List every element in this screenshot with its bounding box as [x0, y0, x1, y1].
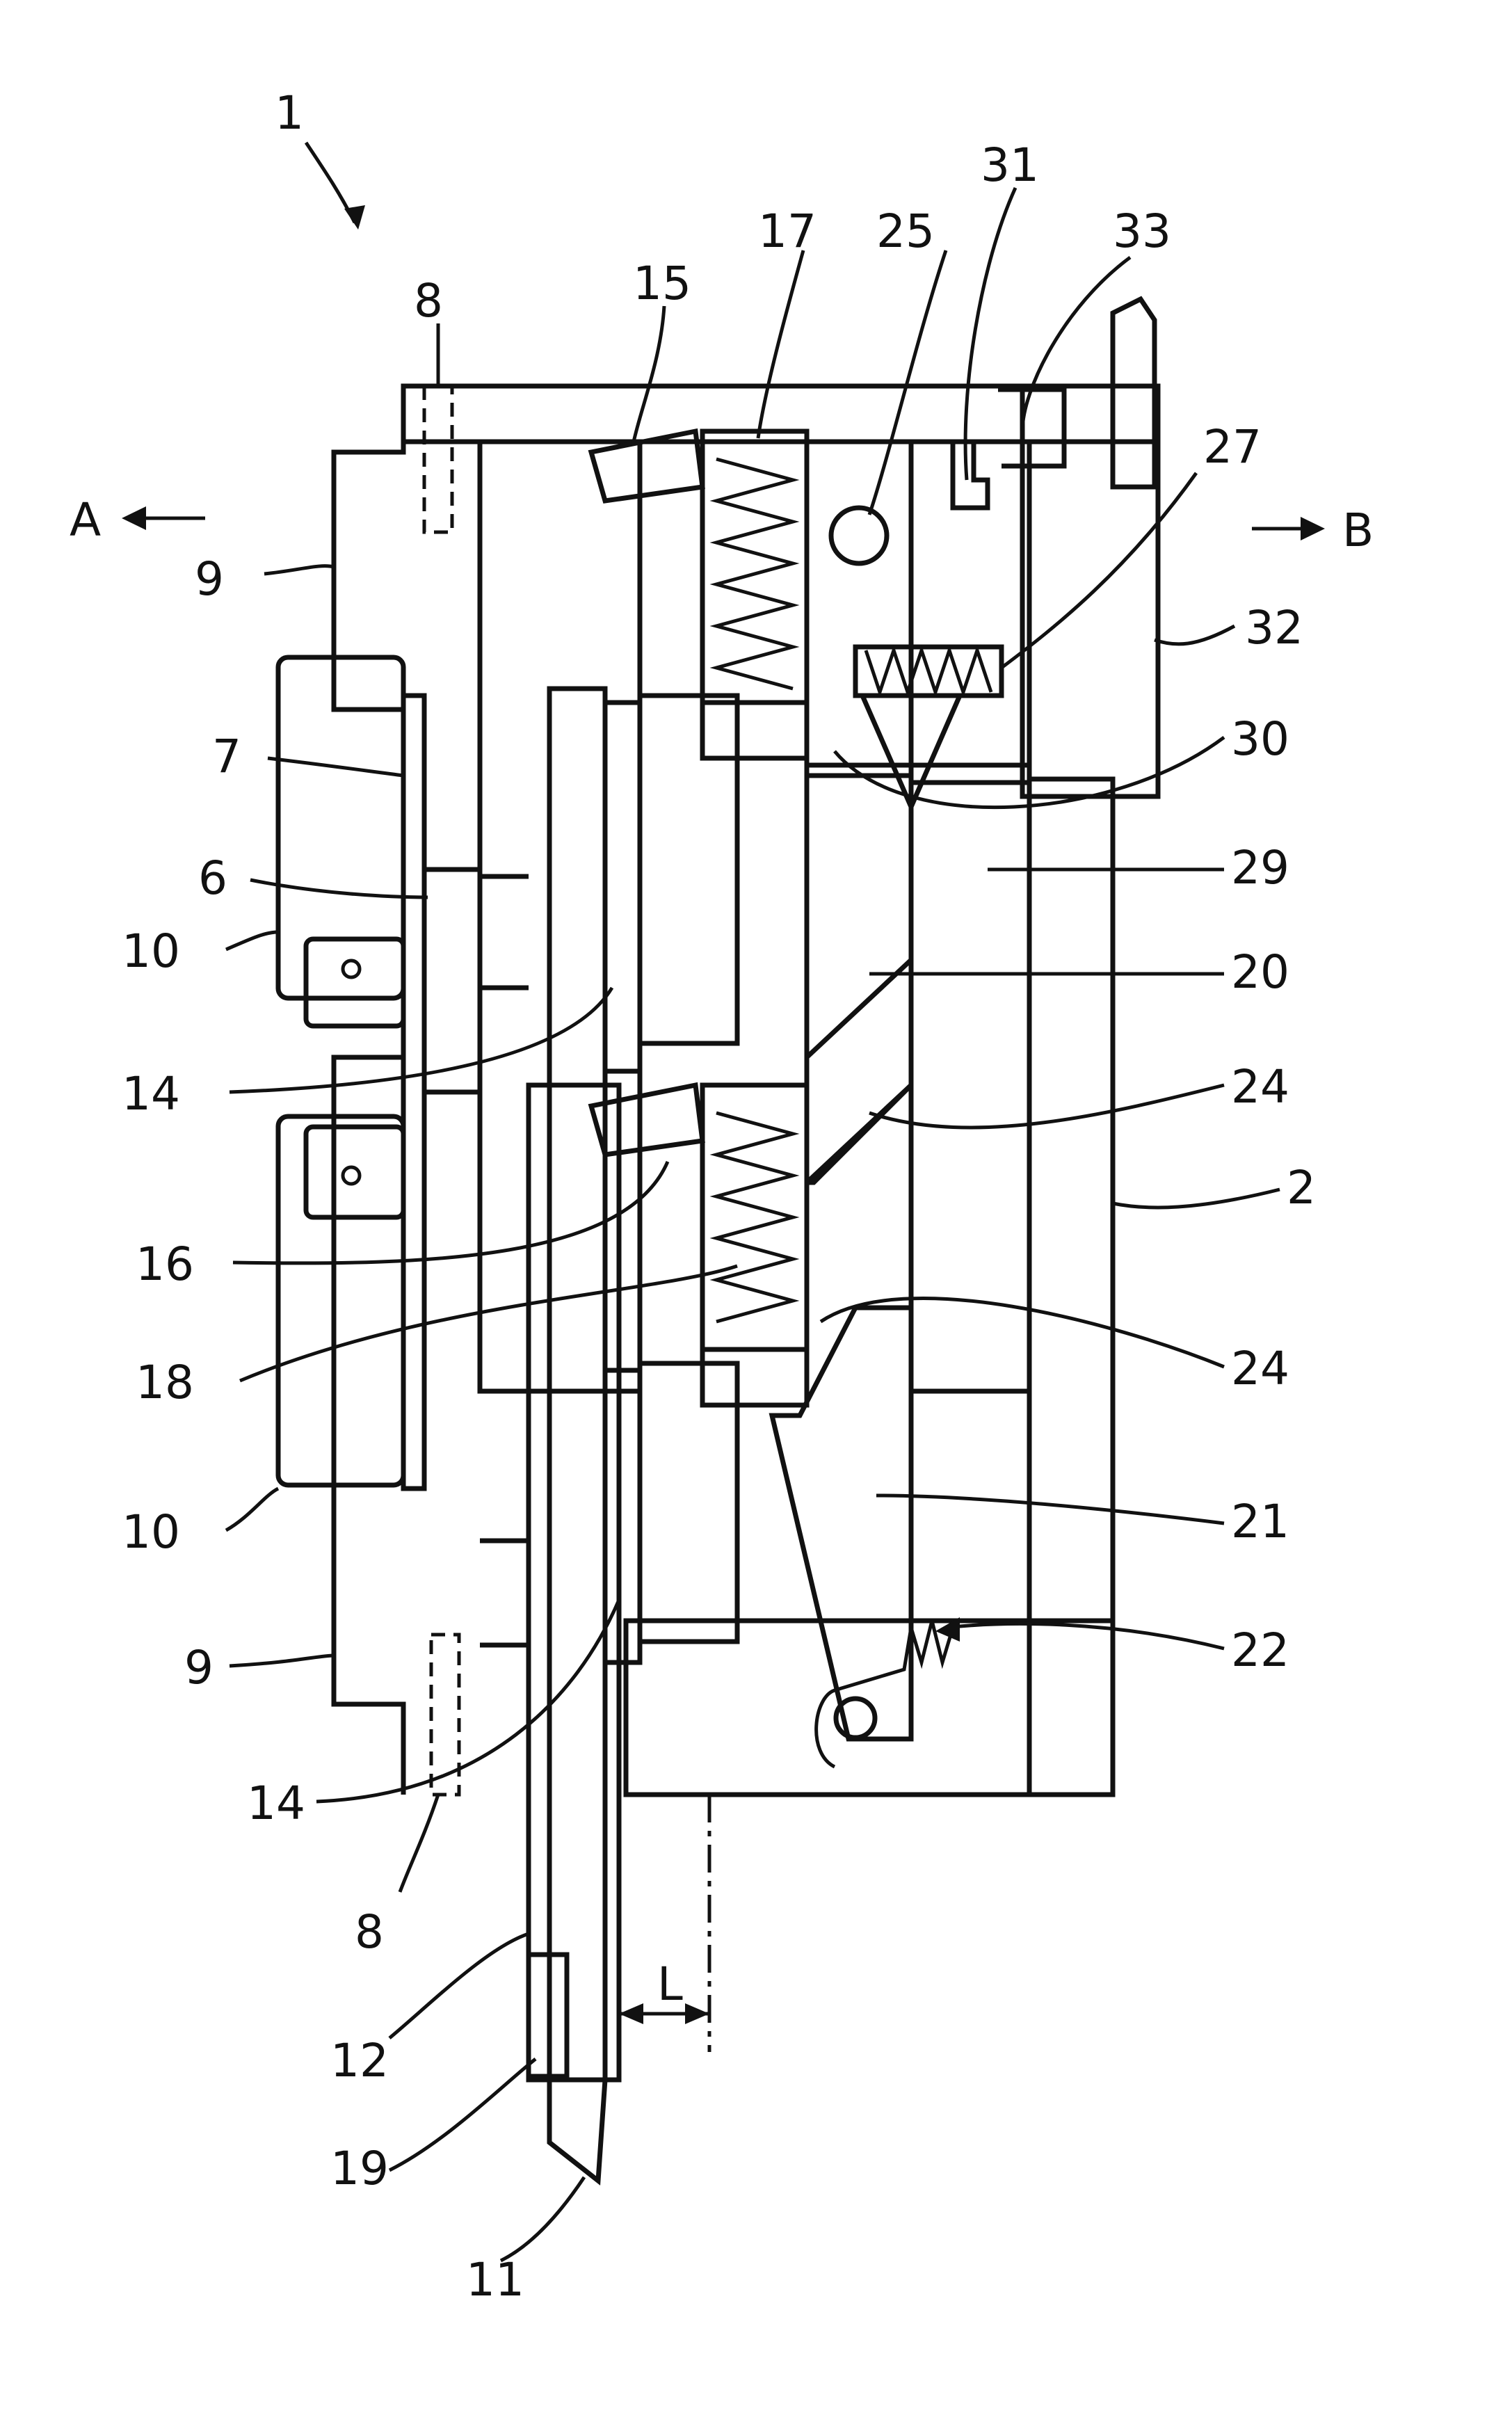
label-8-upper: 8 [414, 274, 443, 328]
spring-base-18 [702, 1349, 807, 1405]
leader-14a [230, 988, 612, 1092]
leader-24a [869, 1085, 1224, 1128]
terminal-plate-9-lower [334, 1057, 403, 1795]
lower-lock-assembly [591, 1085, 807, 1405]
label-14-upper: 14 [122, 1067, 180, 1121]
label-9-lower: 9 [184, 1641, 214, 1694]
label-20: 20 [1231, 945, 1289, 999]
leader-21 [876, 1496, 1224, 1523]
leader-10a [226, 932, 278, 949]
label-a: A [70, 493, 101, 547]
label-15: 15 [633, 257, 691, 310]
release-mechanism [831, 299, 1155, 807]
leader-7 [268, 758, 403, 776]
dimension-l [619, 1795, 709, 2052]
housing-2 [403, 386, 1158, 1795]
label-b: B [1342, 504, 1374, 557]
leader-17 [758, 250, 803, 438]
terminal-tab-lower [306, 1127, 403, 1217]
terminal-10-lower [278, 1116, 403, 1485]
label-16: 16 [136, 1237, 194, 1291]
arrow-b-head [1301, 517, 1325, 540]
terminal-hole-upper [343, 961, 360, 977]
leader-14b [316, 1600, 619, 1802]
leader-32 [1155, 626, 1234, 644]
pin-25 [831, 508, 887, 563]
slot-14-upper [605, 703, 640, 1071]
label-1: 1 [275, 86, 304, 140]
label-8-lower: 8 [355, 1905, 384, 1959]
label-24-upper: 24 [1231, 1060, 1289, 1114]
leader-10b [226, 1489, 278, 1530]
label-17: 17 [758, 205, 817, 258]
label-9-upper: 9 [195, 552, 224, 606]
label-24-lower: 24 [1231, 1342, 1289, 1395]
upper-right-block [911, 442, 1029, 783]
label-18: 18 [136, 1356, 194, 1409]
leader-16 [233, 1162, 668, 1263]
center-resin-block [640, 696, 737, 1043]
dim-arrow-left [619, 2003, 643, 2024]
label-29: 29 [1231, 841, 1289, 895]
label-27: 27 [1203, 420, 1262, 474]
label-12: 12 [330, 2034, 389, 2087]
leader-1-arrow [344, 205, 365, 230]
terminal-tab-upper [306, 939, 403, 1026]
metal-strip-7 [403, 696, 424, 1489]
body-right-resin [1029, 779, 1113, 1795]
leader-9b [230, 1656, 334, 1666]
label-19: 19 [330, 2142, 389, 2195]
leader-25 [869, 250, 946, 515]
coil-spring-18 [716, 1113, 793, 1322]
arm-21 [772, 1308, 953, 1767]
arrow-a-head [122, 506, 146, 530]
leader-2 [1113, 1189, 1280, 1208]
label-14-lower: 14 [247, 1777, 305, 1830]
leader-31 [965, 188, 1015, 480]
leader-19 [389, 2059, 536, 2170]
slider-inclined-face-24 [807, 960, 911, 1183]
terminal-hole-lower [343, 1167, 360, 1184]
rivet-8-upper [424, 386, 452, 532]
lock-spring-16 [591, 1085, 702, 1155]
label-7: 7 [212, 730, 241, 783]
label-30: 30 [1231, 712, 1289, 766]
label-32: 32 [1245, 601, 1303, 655]
hook-31 [953, 442, 988, 508]
label-11: 11 [466, 2253, 524, 2307]
leader-12 [389, 1934, 529, 2038]
leader-22 [946, 1624, 1224, 1649]
label-10-upper: 10 [122, 924, 180, 978]
upper-lock-assembly [591, 431, 807, 758]
leader-11 [501, 2177, 584, 2261]
label-33: 33 [1113, 205, 1171, 258]
coil-spring-17 [716, 459, 793, 689]
direction-arrows [122, 506, 1325, 540]
separator-6 [424, 869, 480, 1092]
label-21: 21 [1231, 1495, 1289, 1548]
wire-assembly [480, 689, 640, 2181]
leader-lines [226, 143, 1280, 2261]
leader-15 [633, 306, 664, 445]
label-25: 25 [876, 205, 935, 258]
right-top-latch-32 [1022, 386, 1158, 796]
label-6: 6 [198, 851, 227, 905]
spring-housing-17 [702, 431, 807, 703]
label-31: 31 [981, 138, 1039, 192]
cover-lever [1113, 299, 1155, 487]
coil-spring-27 [866, 650, 991, 692]
label-l: L [657, 1957, 683, 2011]
label-10-lower: 10 [122, 1505, 180, 1559]
leader-8b [400, 1795, 438, 1892]
spring-base-17 [702, 703, 807, 758]
upper-block-25 [807, 442, 911, 776]
body-left-metal [480, 442, 640, 1391]
leader-9a [264, 566, 334, 574]
label-2: 2 [1287, 1161, 1316, 1214]
label-22: 22 [1231, 1624, 1289, 1677]
dim-arrow-right [685, 2003, 709, 2024]
terminal-assembly [278, 386, 480, 1795]
